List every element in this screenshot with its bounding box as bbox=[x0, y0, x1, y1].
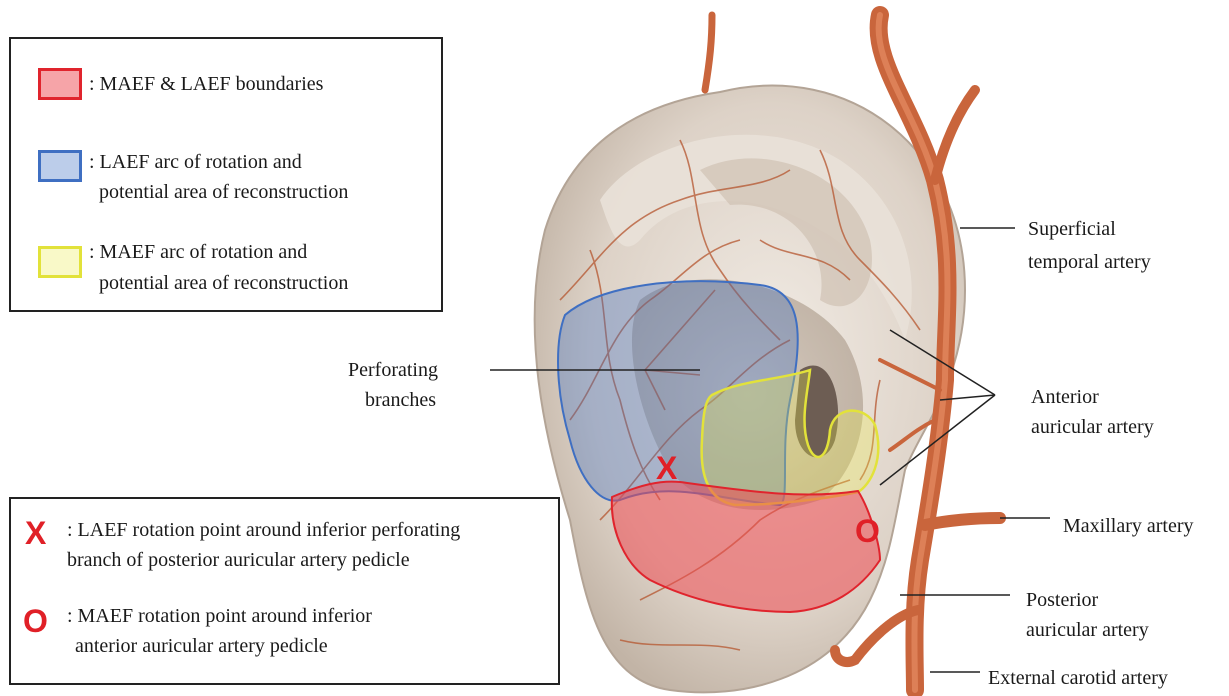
label-external-carotid-artery: External carotid artery bbox=[988, 664, 1168, 692]
top-branch bbox=[705, 15, 712, 90]
label-posterior-auricular-2: auricular artery bbox=[1026, 616, 1149, 644]
rotation-point-legend: X : LAEF rotation point around inferior … bbox=[9, 497, 560, 685]
maef-rotation-point-mark: O bbox=[855, 515, 880, 547]
blue-swatch bbox=[38, 150, 82, 182]
red-swatch bbox=[38, 68, 82, 100]
label-superficial-temporal-1: Superficial bbox=[1028, 215, 1116, 243]
label-perforating-branches-1: Perforating bbox=[348, 356, 438, 384]
legend-item-boundaries: : MAEF & LAEF boundaries bbox=[89, 71, 323, 97]
label-perforating-branches-2: branches bbox=[365, 386, 436, 414]
x-symbol: X bbox=[25, 517, 46, 549]
frontal-branch bbox=[935, 90, 975, 180]
label-superficial-temporal-2: temporal artery bbox=[1028, 248, 1151, 276]
label-posterior-auricular-1: Posterior bbox=[1026, 586, 1098, 614]
legend-item-o-line2: anterior auricular artery pedicle bbox=[75, 633, 328, 659]
legend-item-laef-line1: : LAEF arc of rotation and bbox=[89, 149, 302, 175]
legend-item-x-line2: branch of posterior auricular artery ped… bbox=[67, 547, 410, 573]
region-legend: : MAEF & LAEF boundaries : LAEF arc of r… bbox=[9, 37, 443, 312]
label-anterior-auricular-2: auricular artery bbox=[1031, 413, 1154, 441]
legend-item-o-line1: : MAEF rotation point around inferior bbox=[67, 603, 372, 629]
yellow-swatch bbox=[38, 246, 82, 278]
maxillary-artery-branch bbox=[925, 518, 1000, 525]
o-symbol: O bbox=[23, 605, 48, 637]
legend-item-maef-line1: : MAEF arc of rotation and bbox=[89, 239, 307, 265]
legend-item-maef-line2: potential area of reconstruction bbox=[99, 270, 348, 296]
label-anterior-auricular-1: Anterior bbox=[1031, 383, 1099, 411]
legend-item-x-line1: : LAEF rotation point around inferior pe… bbox=[67, 517, 460, 543]
label-maxillary-artery: Maxillary artery bbox=[1063, 512, 1194, 540]
laef-rotation-point-mark: X bbox=[656, 452, 677, 484]
legend-item-laef-line2: potential area of reconstruction bbox=[99, 179, 348, 205]
